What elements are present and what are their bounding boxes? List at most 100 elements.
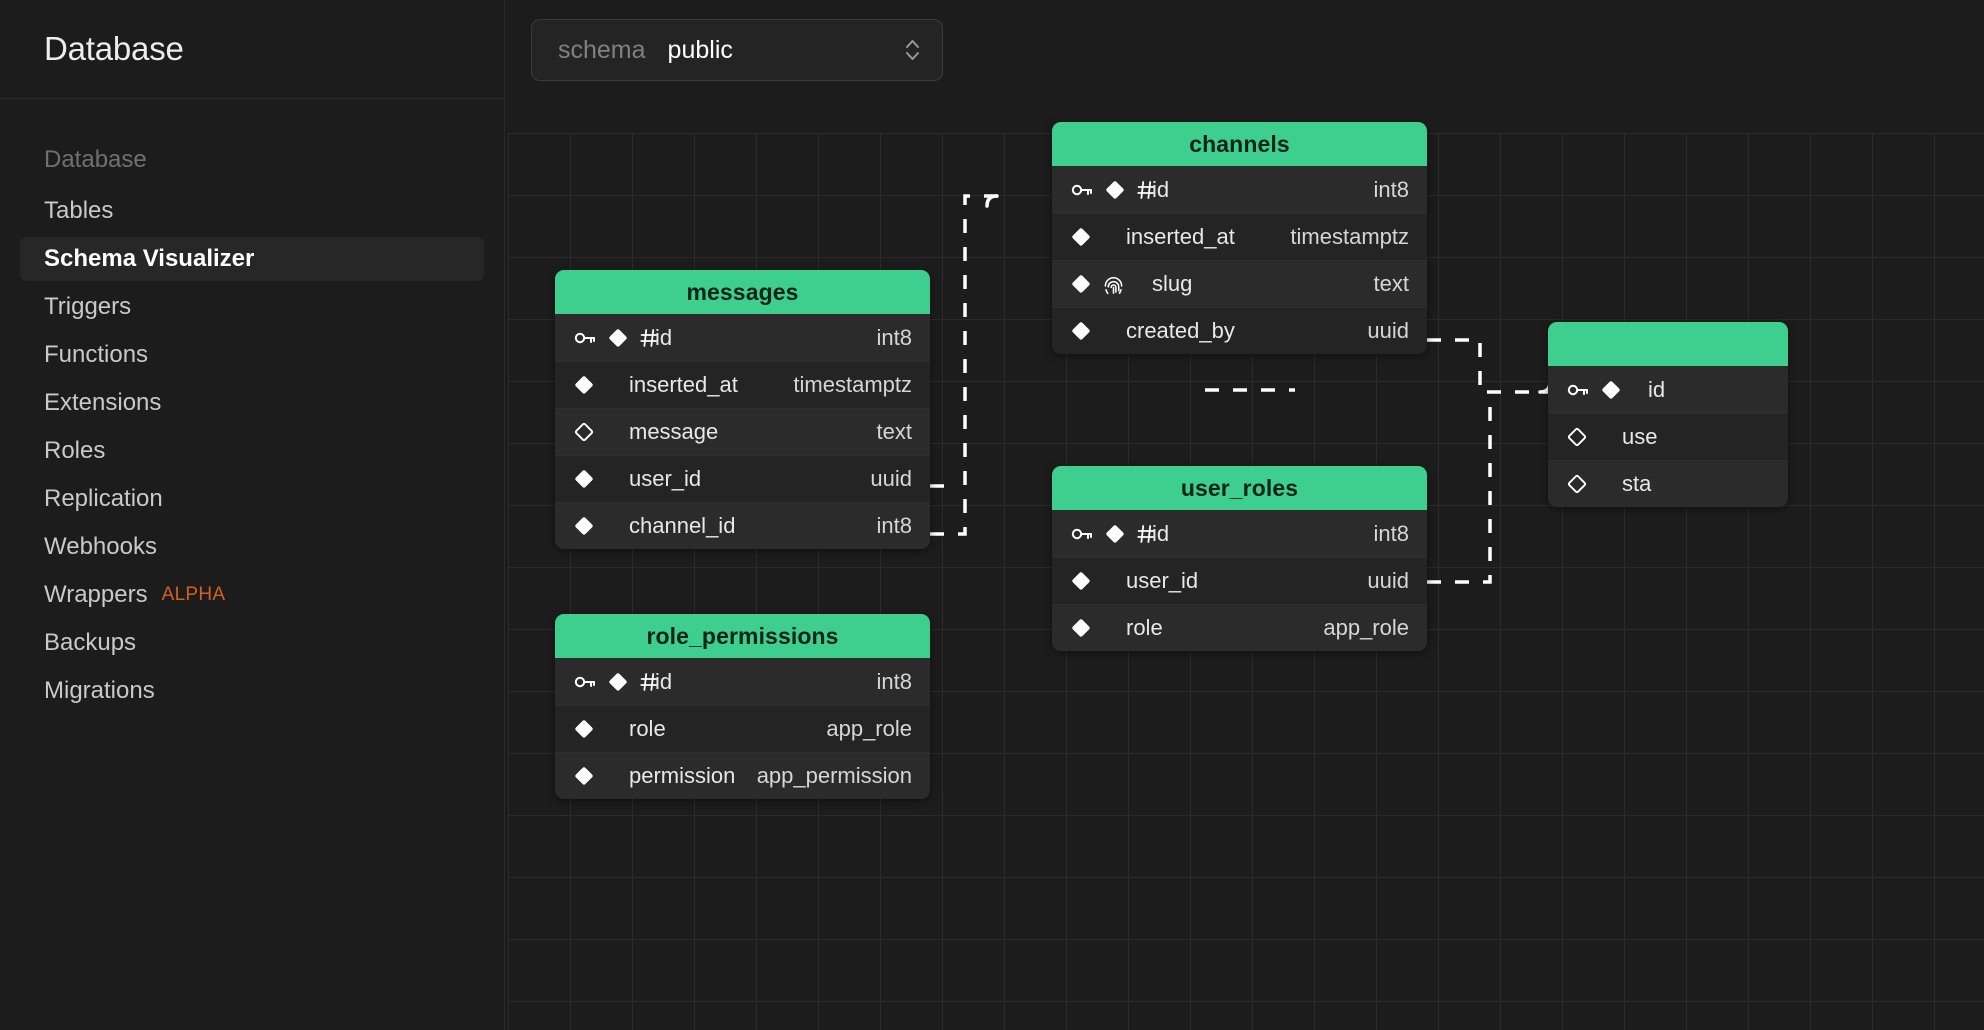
table-column-row[interactable]: id int8	[555, 314, 930, 361]
column-name: message	[629, 419, 719, 444]
table-node-header[interactable]: messages	[555, 270, 930, 314]
column-name: permission	[629, 763, 736, 788]
column-type: int8	[1373, 520, 1409, 546]
column-icons	[573, 468, 629, 490]
sidebar-item-label: Webhooks	[44, 533, 157, 560]
table-column-row[interactable]: inserted_at timestamptz	[555, 361, 930, 408]
sidebar-item-label: Migrations	[44, 677, 155, 704]
table-node-header[interactable]: user_roles	[1052, 466, 1427, 510]
sidebar-item-label: Replication	[44, 485, 163, 512]
diamond-filled-icon	[1070, 226, 1092, 248]
column-type: uuid	[1367, 568, 1409, 593]
table-node-messages[interactable]: messages id int8 inserted_at timestamptz…	[555, 270, 930, 549]
sidebar-item-replication[interactable]: Replication	[20, 477, 484, 521]
column-type: int8	[876, 324, 912, 350]
column-type: uuid	[1367, 318, 1409, 343]
table-column-row[interactable]: message text	[555, 408, 930, 455]
column-name: channel_id	[629, 513, 736, 538]
key-icon	[1070, 522, 1094, 546]
schema-canvas[interactable]: messages id int8 inserted_at timestamptz…	[505, 100, 1984, 1030]
column-name: id	[1648, 376, 1666, 402]
column-name: slug	[1152, 271, 1193, 296]
table-column-row[interactable]: id	[1548, 366, 1788, 413]
hash-icon	[639, 328, 659, 348]
diamond-outline-icon	[1566, 426, 1588, 448]
sidebar-item-triggers[interactable]: Triggers	[20, 285, 484, 329]
sidebar-item-roles[interactable]: Roles	[20, 429, 484, 473]
column-name: user_id	[1126, 568, 1199, 593]
sidebar-item-webhooks[interactable]: Webhooks	[20, 525, 484, 569]
column-icons	[573, 326, 658, 350]
hash-icon	[639, 672, 659, 692]
column-icons	[1070, 522, 1155, 546]
table-column-row[interactable]: channel_id int8	[555, 502, 930, 549]
table-column-row[interactable]: id int8	[1052, 166, 1427, 213]
sidebar-item-label: Roles	[44, 437, 106, 464]
hash-icon	[1136, 524, 1156, 544]
table-column-row[interactable]: created_by uuid	[1052, 307, 1427, 354]
table-column-row[interactable]: id int8	[1052, 510, 1427, 557]
table-column-row[interactable]: use	[1548, 413, 1788, 460]
table-column-row[interactable]: user_id uuid	[1052, 557, 1427, 604]
sidebar-item-label: Backups	[44, 629, 137, 656]
sidebar-item-schema-visualizer[interactable]: Schema Visualizer	[20, 237, 484, 281]
table-column-row[interactable]: role app_role	[555, 705, 930, 752]
sidebar-section-label: Database	[44, 146, 147, 173]
fingerprint-icon	[1102, 273, 1125, 296]
column-name: id	[655, 324, 673, 350]
column-icons	[1070, 320, 1126, 342]
table-node-role_permissions[interactable]: role_permissions id int8 role app_role p…	[555, 614, 930, 799]
column-type: uuid	[870, 466, 912, 491]
column-icons	[1070, 617, 1126, 639]
diamond-filled-icon	[573, 374, 595, 396]
diamond-filled-icon	[607, 327, 629, 349]
column-name: id	[1152, 176, 1170, 202]
column-icons	[1070, 570, 1126, 592]
table-node-header[interactable]	[1548, 322, 1788, 366]
column-name: inserted_at	[1126, 224, 1235, 249]
column-icons	[573, 374, 629, 396]
sidebar-item-label: Extensions	[44, 389, 162, 416]
diamond-filled-icon	[573, 765, 595, 787]
column-icons	[1566, 378, 1648, 402]
column-type: int8	[876, 668, 912, 694]
column-type: app_permission	[756, 763, 912, 788]
column-type: timestamptz	[793, 372, 912, 397]
sidebar-item-label: Tables	[44, 197, 114, 224]
table-column-row[interactable]: permission app_permission	[555, 752, 930, 799]
sidebar-item-migrations[interactable]: Migrations	[20, 669, 484, 713]
table-column-row[interactable]: inserted_at timestamptz	[1052, 213, 1427, 260]
column-type: int8	[1373, 176, 1409, 202]
sidebar-item-tables[interactable]: Tables	[20, 189, 484, 233]
column-icons	[1070, 226, 1126, 248]
column-type: app_role	[826, 716, 912, 741]
table-node-user_roles[interactable]: user_roles id int8 user_id uuid role	[1052, 466, 1427, 651]
column-name: id	[1152, 520, 1170, 546]
table-node-header[interactable]: role_permissions	[555, 614, 930, 658]
schema-select-label: schema	[558, 35, 646, 64]
key-icon	[1070, 178, 1094, 202]
key-icon	[1566, 378, 1590, 402]
table-node-users[interactable]: id use sta	[1548, 322, 1788, 507]
table-column-row[interactable]: user_id uuid	[555, 455, 930, 502]
table-node-channels[interactable]: channels id int8 inserted_at timestamptz	[1052, 122, 1427, 354]
table-column-row[interactable]: id int8	[555, 658, 930, 705]
table-column-row[interactable]: sta	[1548, 460, 1788, 507]
table-column-row[interactable]: role app_role	[1052, 604, 1427, 651]
schema-select[interactable]: schema public	[531, 19, 943, 81]
sidebar-item-functions[interactable]: Functions	[20, 333, 484, 377]
column-name: use	[1622, 424, 1658, 449]
sidebar-item-label: Wrappers	[44, 581, 148, 608]
column-name: created_by	[1126, 318, 1235, 343]
diamond-filled-icon	[607, 671, 629, 693]
main-content: schema public	[505, 0, 1984, 1030]
table-node-header[interactable]: channels	[1052, 122, 1427, 166]
diamond-filled-icon	[1070, 570, 1092, 592]
sidebar-item-extensions[interactable]: Extensions	[20, 381, 484, 425]
sidebar-item-backups[interactable]: Backups	[20, 621, 484, 665]
table-column-row[interactable]: slug text	[1052, 260, 1427, 307]
column-icons	[573, 421, 629, 443]
sidebar-item-label: Functions	[44, 341, 149, 368]
